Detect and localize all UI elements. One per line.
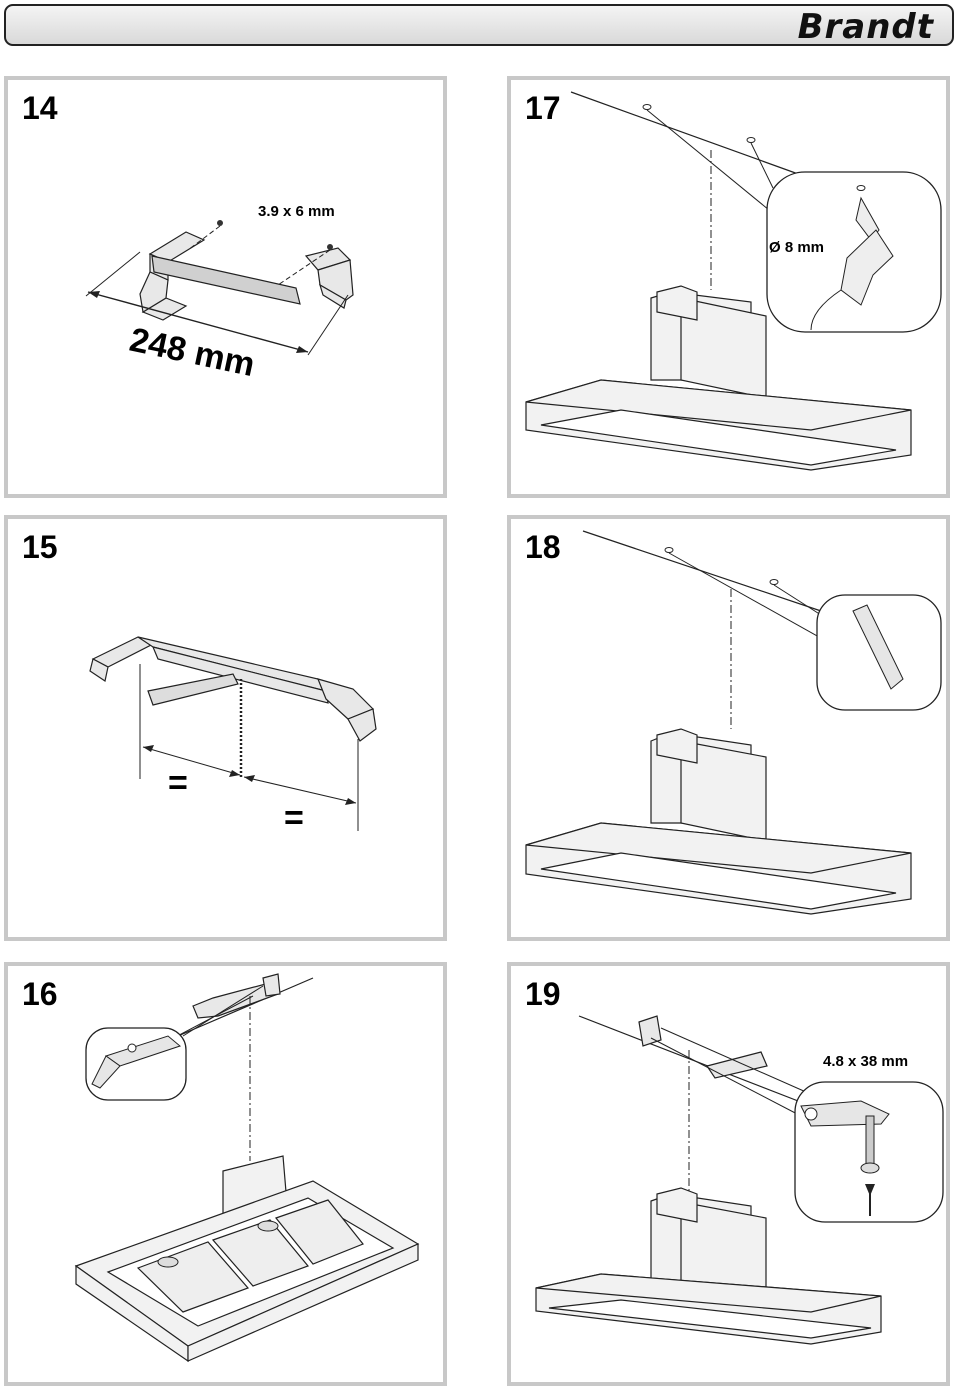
final-screw-illustration: 4.8 x 38 mm <box>535 1015 944 1345</box>
screw-size-label: 4.8 x 38 mm <box>823 1053 908 1070</box>
equal-mark-right: = <box>284 799 304 837</box>
centering-illustration: = = <box>89 636 377 837</box>
step-number: 14 <box>22 90 58 126</box>
bracket-assembly-illustration: 248 mm 3.9 x 6 mm <box>85 203 354 384</box>
step-number: 17 <box>525 90 561 126</box>
brand-logo: Brandt <box>797 7 934 47</box>
header-bar: Brandt <box>4 4 954 47</box>
step-number: 18 <box>525 529 561 565</box>
equal-mark-left: = <box>168 764 188 802</box>
screw-size-label: 3.9 x 6 mm <box>258 203 335 220</box>
step-number: 15 <box>22 529 58 565</box>
hang-hood-illustration <box>74 973 420 1363</box>
step-number: 16 <box>22 976 58 1012</box>
step-panel-16: 16 <box>4 962 447 1386</box>
dimension-label: 248 mm <box>126 321 258 384</box>
wall-plug-illustration <box>525 530 942 915</box>
drill-diameter-label: Ø 8 mm <box>769 239 824 256</box>
step-panel-18: 18 <box>507 515 950 941</box>
step-number: 19 <box>525 976 561 1012</box>
step-panel-15: 15 = = <box>4 515 447 941</box>
step-panel-19: 19 4.8 x 38 mm <box>507 962 950 1386</box>
step-panel-14: 14 248 mm 3.9 x 6 mm <box>4 76 447 498</box>
step-panel-17: 17 Ø 8 mm <box>507 76 950 498</box>
drill-ceiling-illustration: Ø 8 mm <box>525 91 942 471</box>
